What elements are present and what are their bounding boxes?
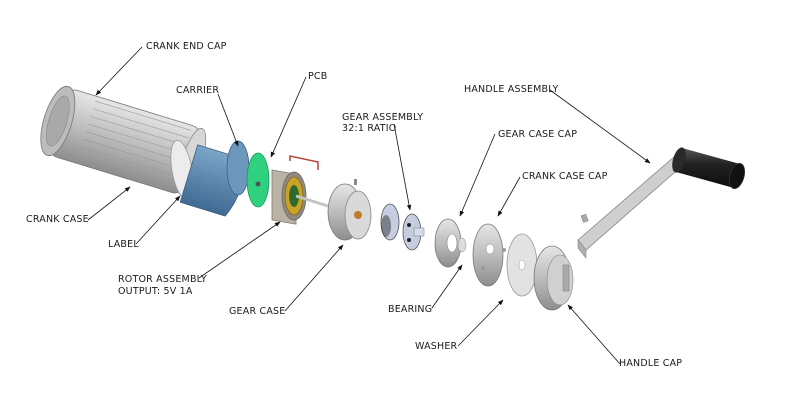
leader-lines (87, 46, 651, 365)
label-gear-case-cap: GEAR CASE CAP (498, 129, 578, 140)
crank-case-part (40, 85, 207, 196)
leader-label (135, 195, 181, 245)
label-crank-case: CRANK CASE (26, 214, 89, 225)
label-gear-assembly-line2: 32:1 RATIO (342, 123, 397, 134)
rotor-shaft (295, 194, 329, 208)
leader-crank-end-cap (95, 46, 143, 96)
label-handle-assembly: HANDLE ASSEMBLY (464, 84, 559, 95)
handle-cap-part (533, 245, 574, 311)
pcb-component (255, 181, 261, 187)
label-handle-cap: HANDLE CAP (619, 358, 683, 369)
label-carrier: CARRIER (176, 85, 220, 96)
bearing-part (457, 237, 467, 253)
label-pcb: PCB (308, 71, 328, 82)
gear-assembly-part (380, 203, 425, 251)
label-bearing: BEARING (388, 304, 433, 315)
leader-gear-case-cap (459, 133, 496, 217)
label-gear-case: GEAR CASE (229, 306, 286, 317)
label-rotor-assembly-line2: OUTPUT: 5V 1A (118, 286, 193, 297)
wire-part (289, 155, 319, 170)
label-gear-assembly-line1: GEAR ASSEMBLY (342, 112, 424, 123)
washer-part (506, 233, 538, 297)
leader-gear-case (284, 244, 344, 312)
leader-rotor-assembly (198, 221, 281, 279)
leader-pcb (270, 76, 307, 158)
leader-gear-assembly (393, 123, 412, 211)
label-rotor-assembly-line1: ROTOR ASSEMBLY (118, 274, 207, 285)
leader-handle-cap (567, 304, 621, 365)
leader-crank-case-cap (497, 176, 521, 217)
pcb-part (246, 152, 270, 208)
carrier-part (179, 140, 250, 217)
label-crank-case-cap: CRANK CASE CAP (522, 171, 608, 182)
handle-grip (672, 147, 746, 190)
leader-carrier (217, 93, 239, 147)
crank-case-cap-part (472, 223, 506, 287)
leader-bearing (431, 264, 463, 309)
gear-case-cap-part (434, 218, 467, 268)
gear-case-part (327, 179, 372, 241)
handle-assembly-part (577, 147, 746, 259)
pin-part (580, 213, 589, 223)
label-washer: WASHER (415, 341, 458, 352)
leader-crank-case (87, 186, 131, 221)
leader-washer (457, 299, 504, 347)
leader-handle-assembly (549, 89, 651, 164)
label-crank-end-cap: CRANK END CAP (146, 41, 227, 52)
label-label: LABEL (108, 239, 139, 250)
rotor-assembly-part (271, 169, 329, 225)
